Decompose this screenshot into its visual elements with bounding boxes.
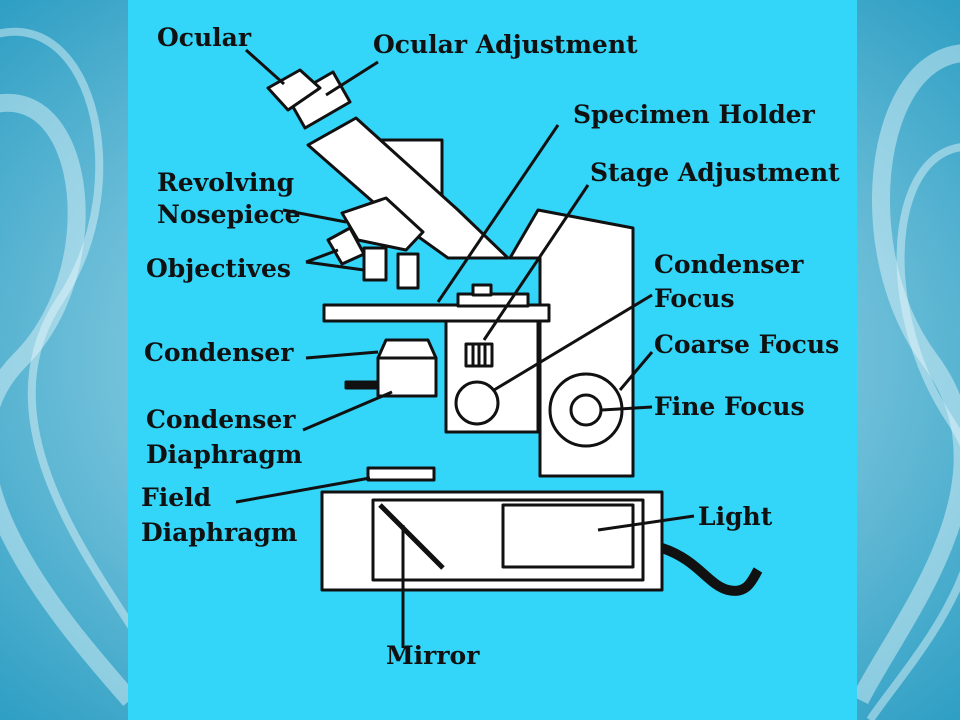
condenser-lever (344, 380, 380, 390)
label-mirror: Mirror (386, 641, 480, 670)
label-light: Light (698, 502, 773, 531)
leader-nosepiece (282, 208, 347, 224)
label-condenser-diaphragm-2: Diaphragm (146, 440, 303, 469)
leader-field-diaphragm (235, 476, 371, 504)
condenser-focus-knob (454, 380, 500, 426)
power-cord (660, 543, 763, 596)
objective-2 (362, 246, 388, 282)
label-revolving-nosepiece-1: Revolving (157, 168, 295, 197)
leader-condenser-focus (493, 293, 653, 392)
light-window (501, 503, 635, 569)
condenser (376, 338, 438, 360)
label-field-diaphragm-1: Field (141, 483, 212, 512)
label-condenser-focus-1: Condenser (654, 250, 804, 279)
leader-condenser (305, 350, 379, 360)
label-revolving-nosepiece-2: Nosepiece (157, 200, 301, 229)
condenser-body (376, 356, 438, 398)
leader-condenser-diaphragm (302, 390, 393, 432)
ocular-tube (266, 68, 322, 112)
label-coarse-focus: Coarse Focus (654, 330, 840, 359)
leader-stage-adjustment (482, 184, 590, 341)
label-condenser-diaphragm-1: Condenser (146, 405, 296, 434)
field-diaphragm-ring (366, 466, 436, 482)
leader-light (597, 514, 695, 532)
label-specimen-holder: Specimen Holder (573, 100, 815, 129)
leader-objectives-1 (305, 248, 339, 264)
label-ocular: Ocular (157, 23, 252, 52)
label-field-diaphragm-2: Diaphragm (141, 518, 298, 547)
leader-ocular-adjustment (325, 60, 379, 97)
ocular-collar (286, 70, 352, 130)
label-ocular-adjustment: Ocular Adjustment (373, 30, 638, 59)
light-housing (371, 498, 645, 582)
label-objectives: Objectives (146, 254, 291, 283)
stage (322, 303, 551, 323)
microscope-diagram (235, 48, 763, 648)
mirror-plate (378, 503, 445, 570)
leader-ocular (244, 48, 286, 86)
label-condenser: Condenser (144, 338, 294, 367)
leader-objectives-2 (305, 260, 365, 272)
leader-fine-focus (601, 405, 653, 412)
specimen-clip (456, 292, 530, 308)
label-fine-focus: Fine Focus (654, 392, 805, 421)
leader-specimen-holder (436, 124, 560, 303)
label-stage-adjustment: Stage Adjustment (590, 158, 840, 187)
clip-knob (471, 283, 493, 297)
leader-coarse-focus (618, 351, 654, 391)
objective-3 (396, 252, 420, 290)
fine-focus-knob (569, 393, 603, 427)
label-condenser-focus-2: Focus (654, 284, 735, 313)
